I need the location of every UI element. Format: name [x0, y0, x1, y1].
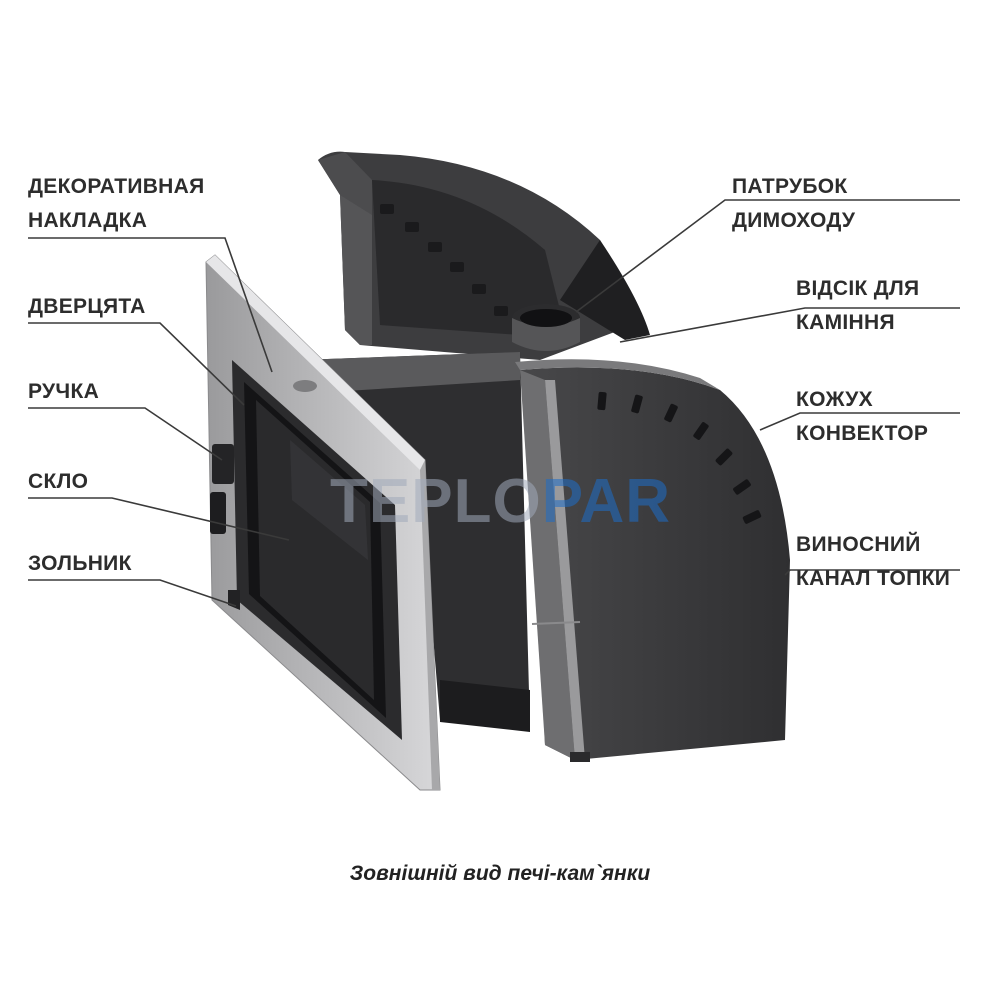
watermark-part1: TEPLO [330, 467, 542, 536]
watermark-part2: PAR [542, 467, 671, 536]
frame-knob [293, 380, 317, 392]
label-chimney-pipe: ПАТРУБОК ДИМОХОДУ [732, 170, 855, 238]
label-remote-channel: ВИНОСНИЙ КАНАЛ ТОПКИ [796, 528, 950, 596]
label-ashpan: ЗОЛЬНИК [28, 547, 132, 581]
chimney-pipe [512, 304, 580, 351]
figure-caption: Зовнішній вид печі-кам`янки [0, 862, 1000, 886]
label-convector-casing: КОЖУХ КОНВЕКТОР [796, 383, 928, 451]
label-glass: СКЛО [28, 465, 88, 499]
label-handle: РУЧКА [28, 375, 99, 409]
convector-casing [515, 359, 790, 762]
label-door: ДВЕРЦЯТА [28, 290, 146, 324]
watermark: TEPLOPAR [330, 466, 671, 537]
label-stone-compartment: ВІДСІК ДЛЯ КАМІННЯ [796, 272, 919, 340]
label-decorative-overlay: ДЕКОРАТИВНАЯ НАКЛАДКА [28, 170, 205, 238]
stone-compartment [318, 152, 650, 360]
